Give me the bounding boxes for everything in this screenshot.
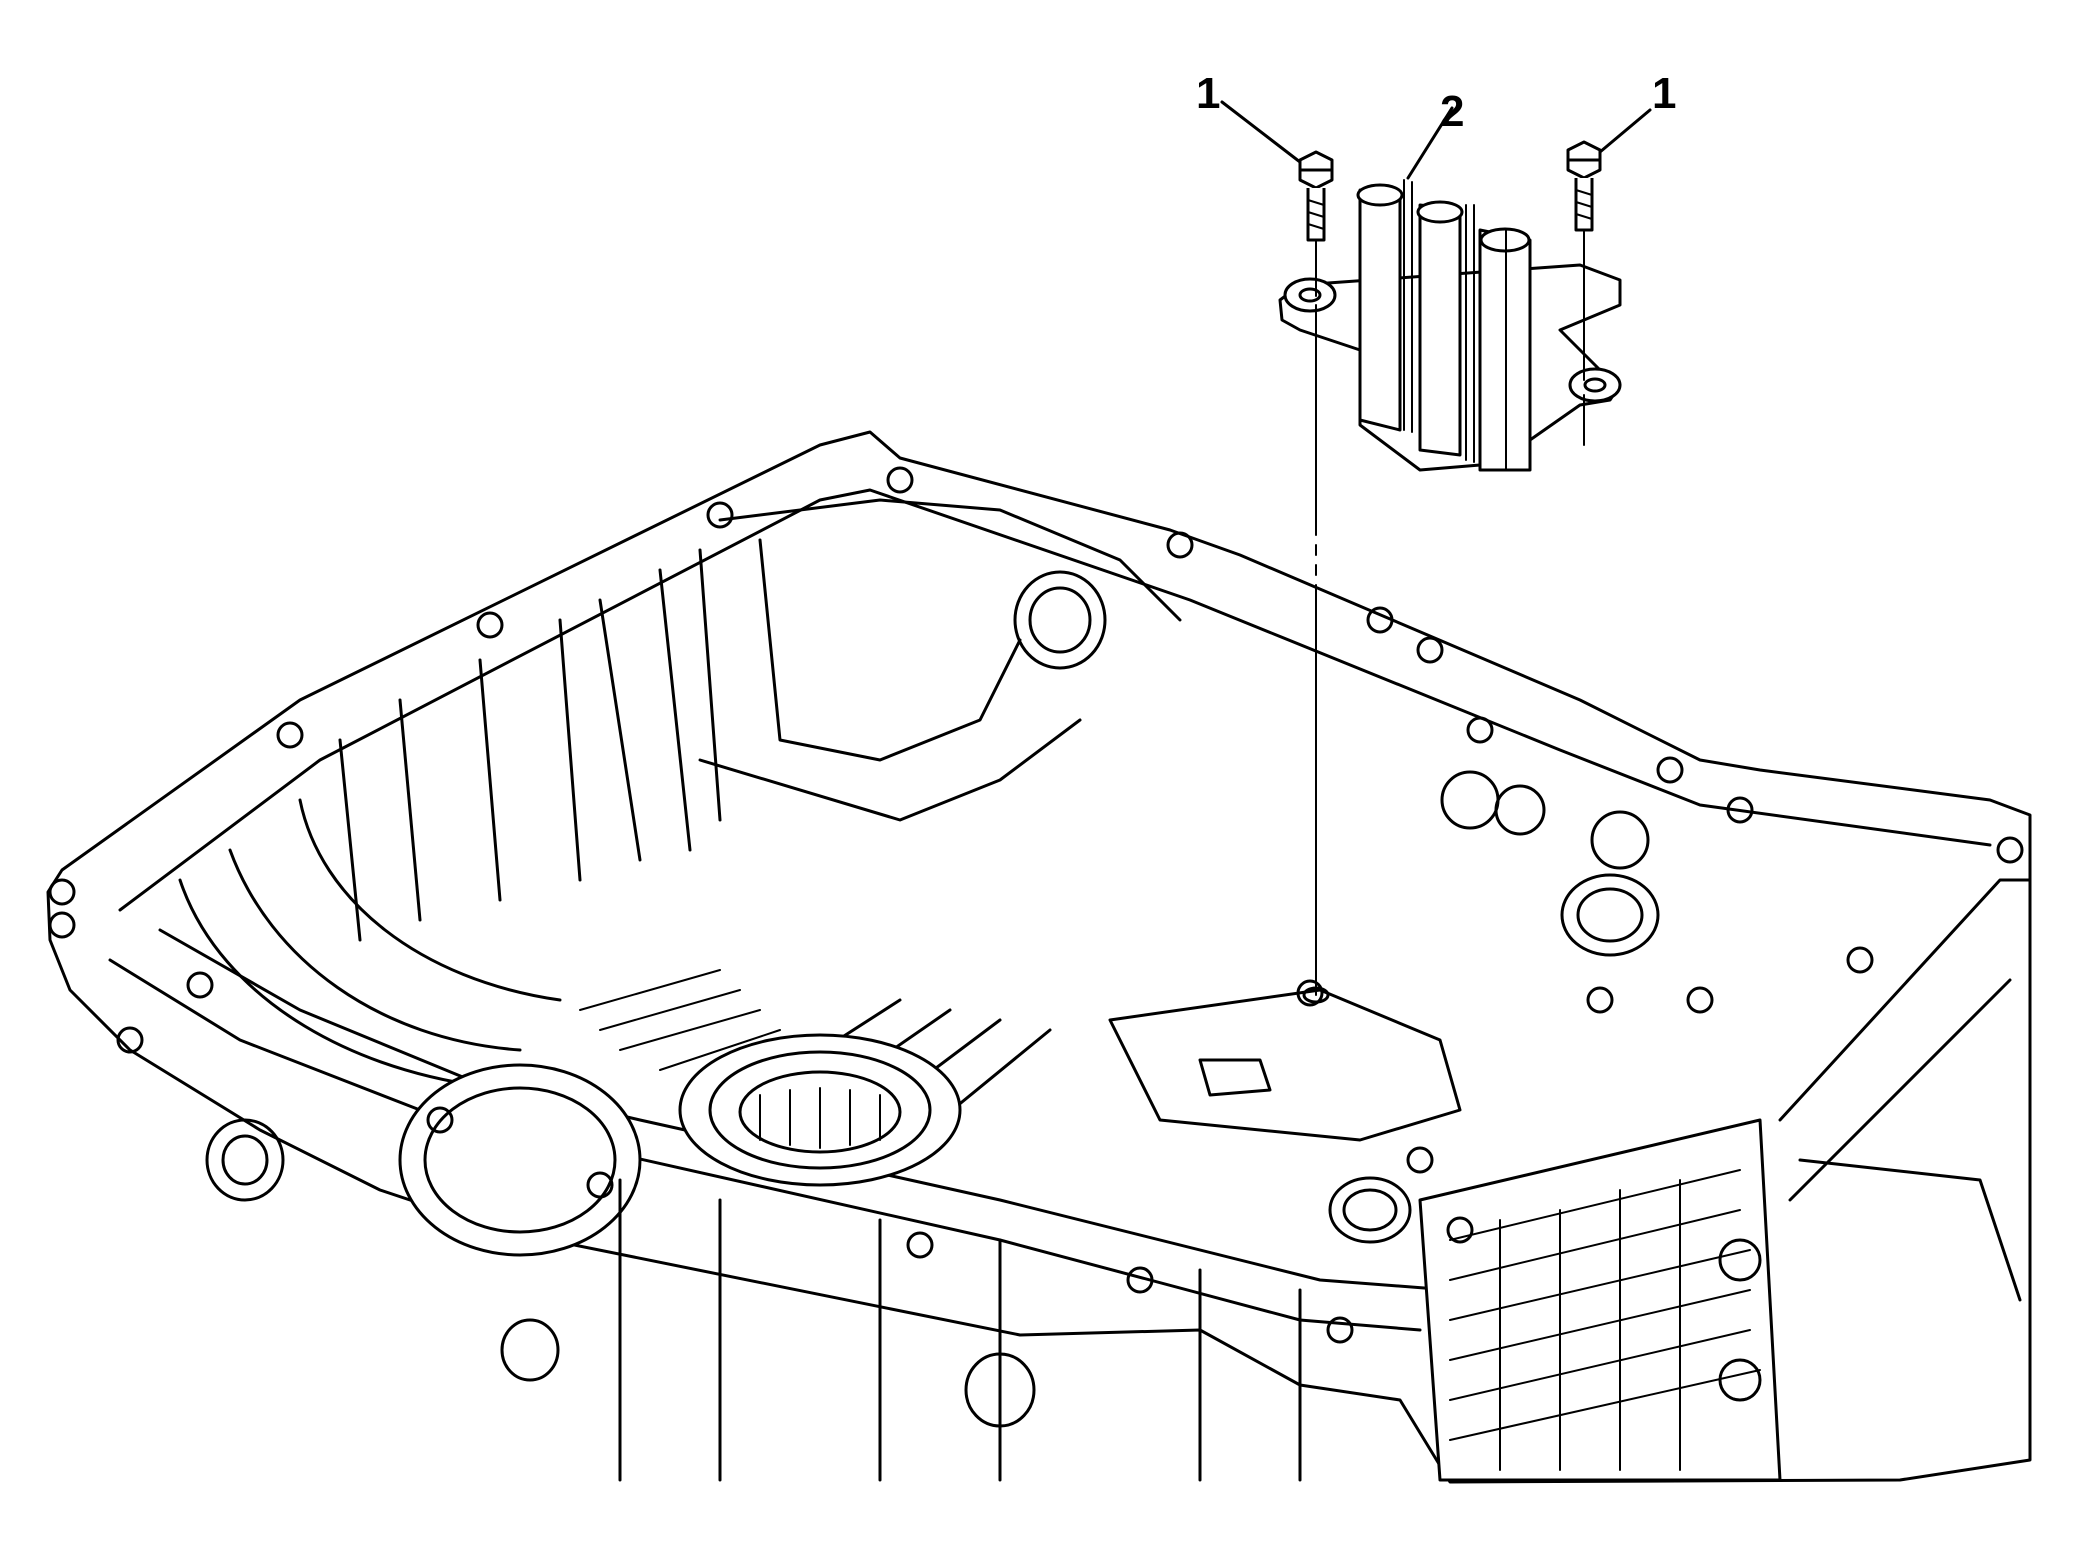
bolt-left xyxy=(1298,150,1334,242)
case-inner-flange xyxy=(118,488,1992,912)
rear-bosses xyxy=(1013,570,1660,1244)
cover-plate xyxy=(1278,179,1622,472)
transmission-case xyxy=(46,430,2032,1484)
flange-bolt-holes xyxy=(48,466,2024,1344)
valve-body xyxy=(1418,1118,1782,1482)
callout-label-cover: 2 xyxy=(1440,87,1464,136)
callout-leaders xyxy=(1220,100,1652,180)
rear-wall xyxy=(718,498,1182,622)
valve-bracket xyxy=(1108,988,1462,1142)
callout-label-bolt-left: 1 xyxy=(1196,69,1220,118)
alignment-lines xyxy=(1302,229,1585,1004)
deck-holes xyxy=(1440,716,1650,870)
left-bore xyxy=(205,1063,642,1257)
center-seal xyxy=(678,1033,962,1187)
callout-label-bolt-right: 1 xyxy=(1652,69,1676,118)
case-skirt xyxy=(500,1178,1302,1482)
bolt-right xyxy=(1566,140,1602,232)
left-ribs xyxy=(338,548,722,942)
case-front-rail-inner xyxy=(158,928,1452,1292)
